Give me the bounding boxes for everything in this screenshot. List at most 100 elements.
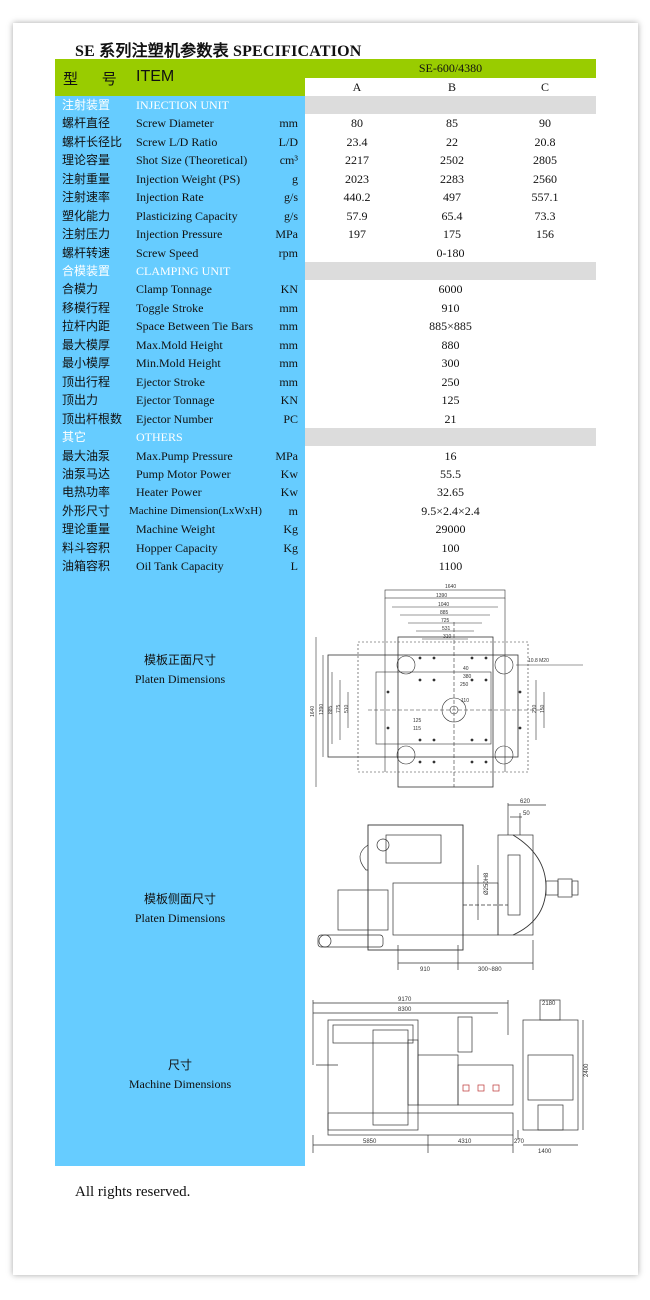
row-value: 885×885 (429, 319, 472, 333)
dim-label: 5850 (363, 1139, 377, 1145)
row-label-en: Heater Power (136, 485, 202, 499)
row-label-en: Shot Size (Theoretical) (136, 153, 248, 167)
row-label-en: Min.Mold Height (136, 356, 221, 370)
platen-front-label-en: Platen Dimensions (134, 672, 226, 686)
row-label-en: Hopper Capacity (136, 541, 218, 555)
row-label-cn: 拉杆内距 (62, 319, 111, 333)
section-header-bar (305, 428, 596, 446)
dim-label: 110 (461, 698, 469, 704)
row-label-cn: 外形尺寸 (62, 504, 111, 518)
dim-label: 4310 (458, 1139, 472, 1145)
row-label-cn: 理论容量 (62, 153, 111, 167)
row-label-en: Screw Speed (136, 246, 199, 260)
row-value-a: 197 (348, 227, 366, 241)
row-value-c: 2805 (533, 153, 557, 167)
row-label-en: Ejector Stroke (136, 375, 205, 389)
row-value-b: 497 (443, 190, 461, 204)
row-unit: g/s (283, 190, 298, 204)
row-value: 9.5×2.4×2.4 (421, 504, 480, 518)
row-label-cn: 螺杆直径 (62, 116, 111, 130)
dim-label: 210 (532, 704, 538, 713)
row-value: 910 (441, 301, 460, 315)
dim-label: 885 (328, 705, 334, 714)
dim-label: 910 (420, 967, 431, 973)
row-unit: mm (279, 301, 298, 315)
row-unit: Kg (283, 541, 298, 555)
header-right-bar (305, 59, 596, 78)
platen-side-label-en: Platen Dimensions (134, 911, 226, 925)
row-value: 55.5 (440, 467, 461, 481)
row-label-cn: 顶出杆根数 (62, 412, 123, 426)
row-label-cn: 合模力 (62, 282, 99, 296)
row-label-en: Clamp Tonnage (136, 282, 212, 296)
row-unit: MPa (275, 449, 298, 463)
footer-rights: All rights reserved. (75, 1184, 191, 1200)
dim-label: 2400 (584, 1063, 590, 1077)
dim-label: 250 (460, 682, 469, 688)
row-value: 0-180 (436, 246, 465, 260)
row-label-en: Max.Mold Height (136, 338, 223, 352)
row-unit: MPa (275, 227, 298, 241)
row-value-c: 557.1 (531, 190, 559, 204)
row-value-a: 2217 (345, 153, 369, 167)
row-label-en: Ejector Tonnage (136, 393, 215, 407)
row-unit: mm (279, 375, 298, 389)
row-label-en: Screw L/D Ratio (136, 135, 218, 149)
row-value-a: 2023 (345, 172, 369, 186)
row-value-a: 440.2 (343, 190, 371, 204)
platen-front-drawing: 1640 1390 1040 885 725 531 310 250 110 1… (310, 584, 583, 788)
row-value: 29000 (435, 522, 466, 536)
machine-drawing: 9170 8300 1400 2180 5850 4310 2400 270 (312, 997, 590, 1155)
row-label-cn: 电热功率 (62, 485, 111, 499)
row-value-b: 2283 (440, 172, 464, 186)
dim-label: 2180 (542, 1001, 556, 1007)
dim-label: 10.8 M20 (528, 658, 549, 664)
row-label-en: Injection Weight (PS) (136, 172, 241, 186)
row-value-b: 65.4 (441, 209, 463, 223)
column-b: B (447, 80, 456, 94)
platen-side-label: 模板侧面尺寸 Platen Dimensions (55, 890, 305, 928)
row-label-cn: 螺杆长径比 (62, 135, 123, 149)
row-label-en: Injection Rate (136, 190, 204, 204)
row-unit: Kw (280, 467, 298, 481)
row-label-en: Plasticizing Capacity (136, 209, 238, 223)
row-value-a: 80 (351, 116, 363, 130)
page-title: SE 系列注塑机参数表 SPECIFICATION (75, 43, 362, 60)
row-value-c: 2560 (533, 172, 557, 186)
row-unit: mm (279, 338, 298, 352)
machine-dim-label-en: Machine Dimensions (128, 1077, 232, 1091)
row-label-cn: 最小模厚 (62, 356, 111, 370)
row-label-cn: 塑化能力 (62, 209, 111, 223)
dim-line (384, 589, 506, 599)
row-unit: L/D (278, 135, 298, 149)
platen-side-drawing: 620 50 Ø250H8 910 300~880 (317, 799, 579, 973)
dim-label: Ø250H8 (484, 872, 490, 895)
row-label-en: Machine Weight (136, 522, 216, 536)
row-value-b: 85 (446, 116, 458, 130)
dim-label: 125 (413, 718, 422, 724)
dim-label: 510 (344, 704, 350, 713)
dim-label: 725 (441, 618, 450, 624)
row-unit: mm (279, 319, 298, 333)
row-label-en: Max.Pump Pressure (136, 449, 233, 463)
row-label-cn: 料斗容积 (62, 541, 111, 555)
row-label-cn: 最大模厚 (62, 338, 111, 352)
dim-label: 1640 (310, 706, 316, 717)
platen-front-label-cn: 模板正面尺寸 (143, 653, 216, 667)
header-item: ITEM (136, 68, 175, 85)
section-title-en: INJECTION UNIT (136, 98, 229, 112)
row-unit: g/s (283, 209, 298, 223)
row-label-en: Screw Diameter (136, 116, 214, 130)
header-model-cn: 型 号 (63, 72, 127, 88)
row-value-a: 23.4 (346, 135, 368, 149)
dim-label: 270 (514, 1139, 525, 1145)
row-unit: KN (280, 282, 298, 296)
